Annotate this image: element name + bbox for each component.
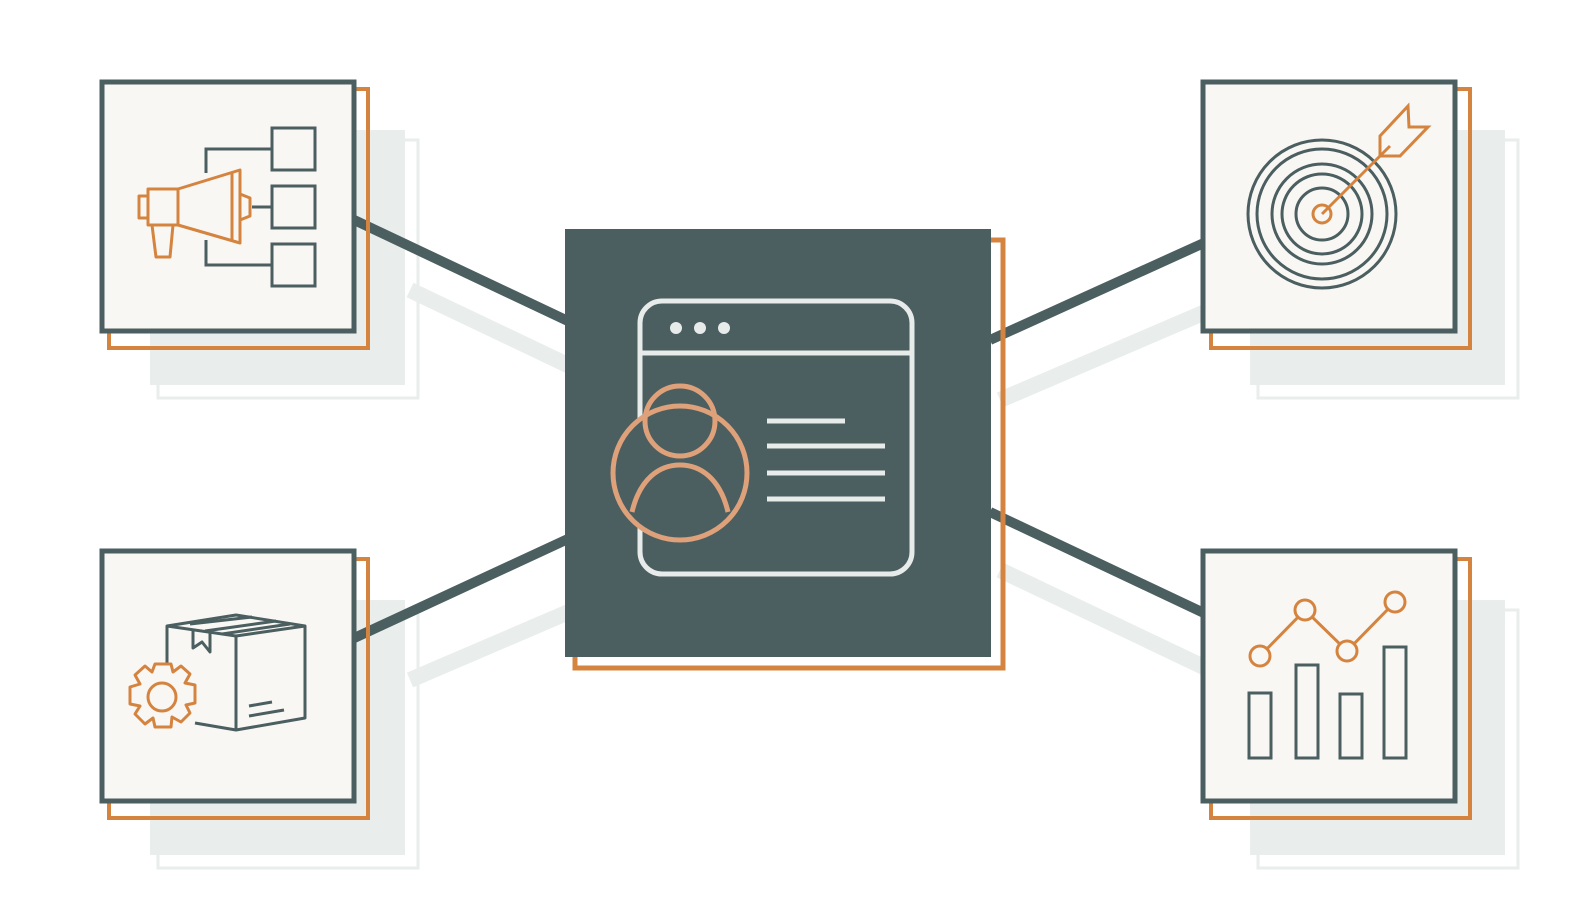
connector-product (347, 533, 573, 645)
user-profile-browser-icon (610, 298, 915, 577)
node-target (1200, 79, 1472, 350)
node-product (99, 548, 370, 820)
bar-line-chart-icon (1247, 590, 1408, 760)
node-marketing (99, 79, 370, 350)
connectors (347, 213, 1209, 645)
connector-target (987, 237, 1209, 345)
center-node (565, 229, 1006, 671)
megaphone-flowchart-icon (137, 126, 317, 288)
box-gear-icon (128, 613, 307, 732)
bullseye-arrow-icon (1246, 102, 1432, 290)
connector-analytics (987, 507, 1209, 619)
node-analytics (1200, 548, 1472, 820)
connector-marketing (347, 213, 573, 327)
